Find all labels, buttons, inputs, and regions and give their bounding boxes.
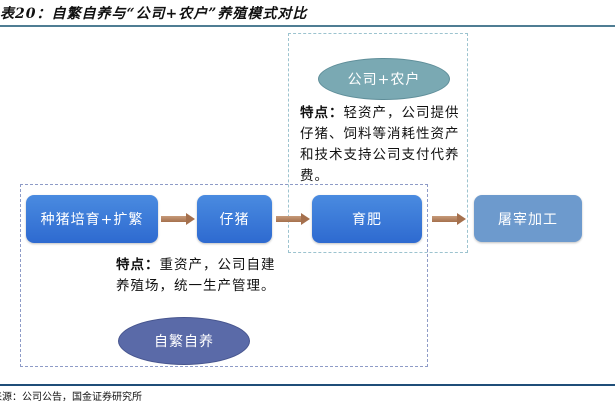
figure-title: 表20：自繁自养与“公司+农户”养殖模式对比 (0, 6, 308, 22)
arrow-icon (432, 213, 466, 225)
arrow-icon (276, 213, 310, 225)
flow-node-slaughter: 屠宰加工 (474, 195, 582, 242)
flow-node-fattening: 育肥 (312, 195, 422, 243)
feature-text: 重资产，公司自建养殖场，统一生产管理。 (116, 257, 276, 294)
company-farmer-label: 公司+农户 (318, 58, 450, 100)
feature-title: 特点： (300, 105, 344, 121)
top-rule (0, 25, 615, 27)
flow-node-piglet: 仔猪 (197, 195, 272, 243)
bottom-rule (0, 384, 615, 386)
feature-text: 轻资产，公司提供仔猪、饲料等消耗性资产和技术支持公司支付代养费。 (300, 105, 460, 184)
source-note: 来源：公司公告，国金证券研究所 (0, 392, 142, 403)
flow-node-breeding: 种猪培育+扩繁 (26, 195, 158, 243)
feature-title: 特点： (116, 257, 160, 273)
company-farmer-feature: 特点：轻资产，公司提供仔猪、饲料等消耗性资产和技术支持公司支付代养费。 (300, 103, 465, 187)
arrow-icon (161, 213, 195, 225)
self-breeding-region (20, 184, 428, 367)
company-farmer-region (288, 33, 468, 253)
self-breeding-feature: 特点：重资产，公司自建养殖场，统一生产管理。 (116, 255, 276, 297)
self-breeding-label: 自繁自养 (118, 317, 250, 365)
